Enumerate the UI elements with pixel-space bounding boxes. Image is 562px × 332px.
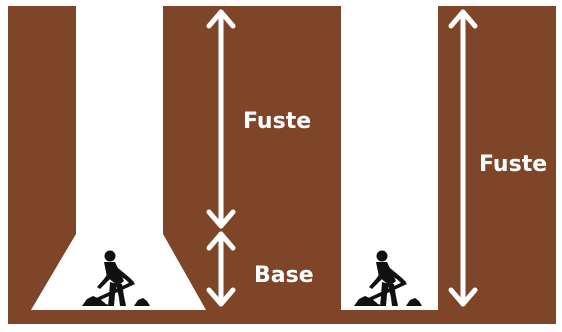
base-dimension-arrow-left: [206, 231, 236, 307]
shaft-dimension-arrow-left: [206, 9, 236, 229]
soil-middle-block: [163, 6, 341, 324]
left-shaft-label: Fuste: [243, 109, 311, 134]
right-shaft-label: Fuste: [479, 152, 547, 177]
soil: [8, 6, 556, 324]
soil-right-block: [438, 6, 556, 324]
left-base-label: Base: [254, 263, 314, 288]
shaft-dimension-arrow-right: [448, 9, 478, 307]
left-pile-shaft: [76, 6, 163, 236]
right-pile-shaft: [341, 6, 438, 310]
soil-bottom-strip: [8, 310, 556, 324]
